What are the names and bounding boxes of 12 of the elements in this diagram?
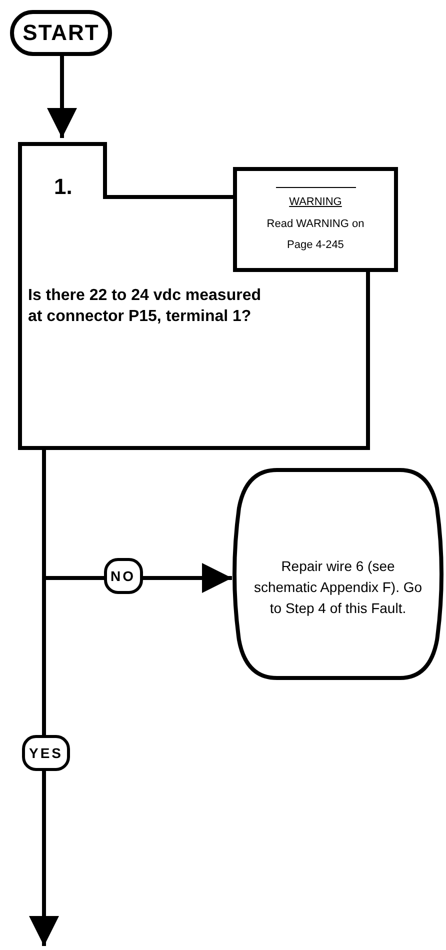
warning-note-box xyxy=(233,167,398,272)
action-text: Repair wire 6 (see schematic Appendix F). Go to Step 4 of this Fault. xyxy=(252,557,424,618)
action-box xyxy=(232,468,444,680)
arrow xyxy=(47,56,77,138)
start-terminal: START xyxy=(10,10,112,56)
warning-heading: WARNING xyxy=(289,196,342,208)
edge-label: YES xyxy=(22,735,70,771)
warning-text: Read WARNING on Page 4-245 xyxy=(266,217,366,253)
arrow xyxy=(29,450,59,946)
edge-label: NO xyxy=(104,558,142,594)
question-text: Is there 22 to 24 vdc measured at connector P15, terminal 1? xyxy=(28,286,262,327)
step-number: 1. xyxy=(18,142,107,199)
